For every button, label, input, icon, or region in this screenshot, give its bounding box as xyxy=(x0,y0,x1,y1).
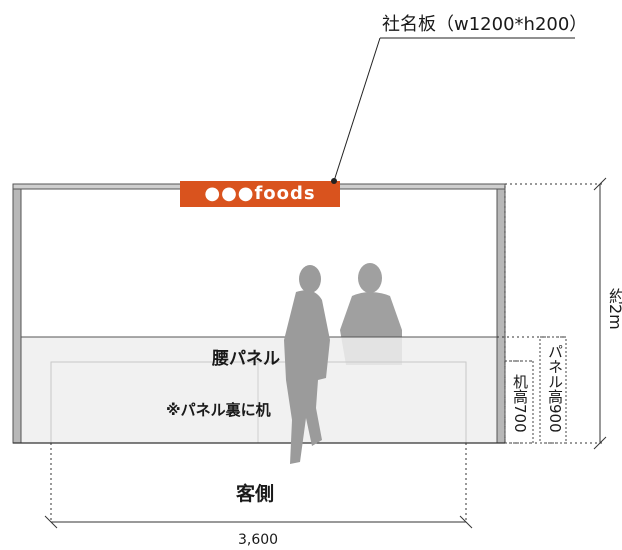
height-dimension xyxy=(593,177,607,450)
panel-height-label: パネル高900 xyxy=(546,344,564,433)
callout-dot xyxy=(331,178,337,184)
waist-panel xyxy=(20,336,498,444)
left-post xyxy=(12,185,22,444)
signboard xyxy=(180,181,340,207)
total-height-label: 約2m xyxy=(606,288,622,330)
desk-note-label: ※パネル裏に机 xyxy=(166,401,271,419)
callout-leader xyxy=(333,37,381,182)
waist-panel-label: 腰パネル xyxy=(212,349,280,369)
width-dimension xyxy=(44,515,473,529)
customer-side-label: 客側 xyxy=(236,483,275,505)
right-post xyxy=(496,185,506,444)
sign-text: ●●●foods xyxy=(204,183,316,204)
signboard-callout-label: 社名板（w1200*h200） xyxy=(382,14,588,35)
desk-height-label: 机高700 xyxy=(511,374,529,433)
panel-height-bracket xyxy=(539,336,567,444)
front-person-figure xyxy=(284,265,330,464)
desk-height-bracket xyxy=(504,360,534,444)
width-dimension-label: 3,600 xyxy=(238,532,279,548)
